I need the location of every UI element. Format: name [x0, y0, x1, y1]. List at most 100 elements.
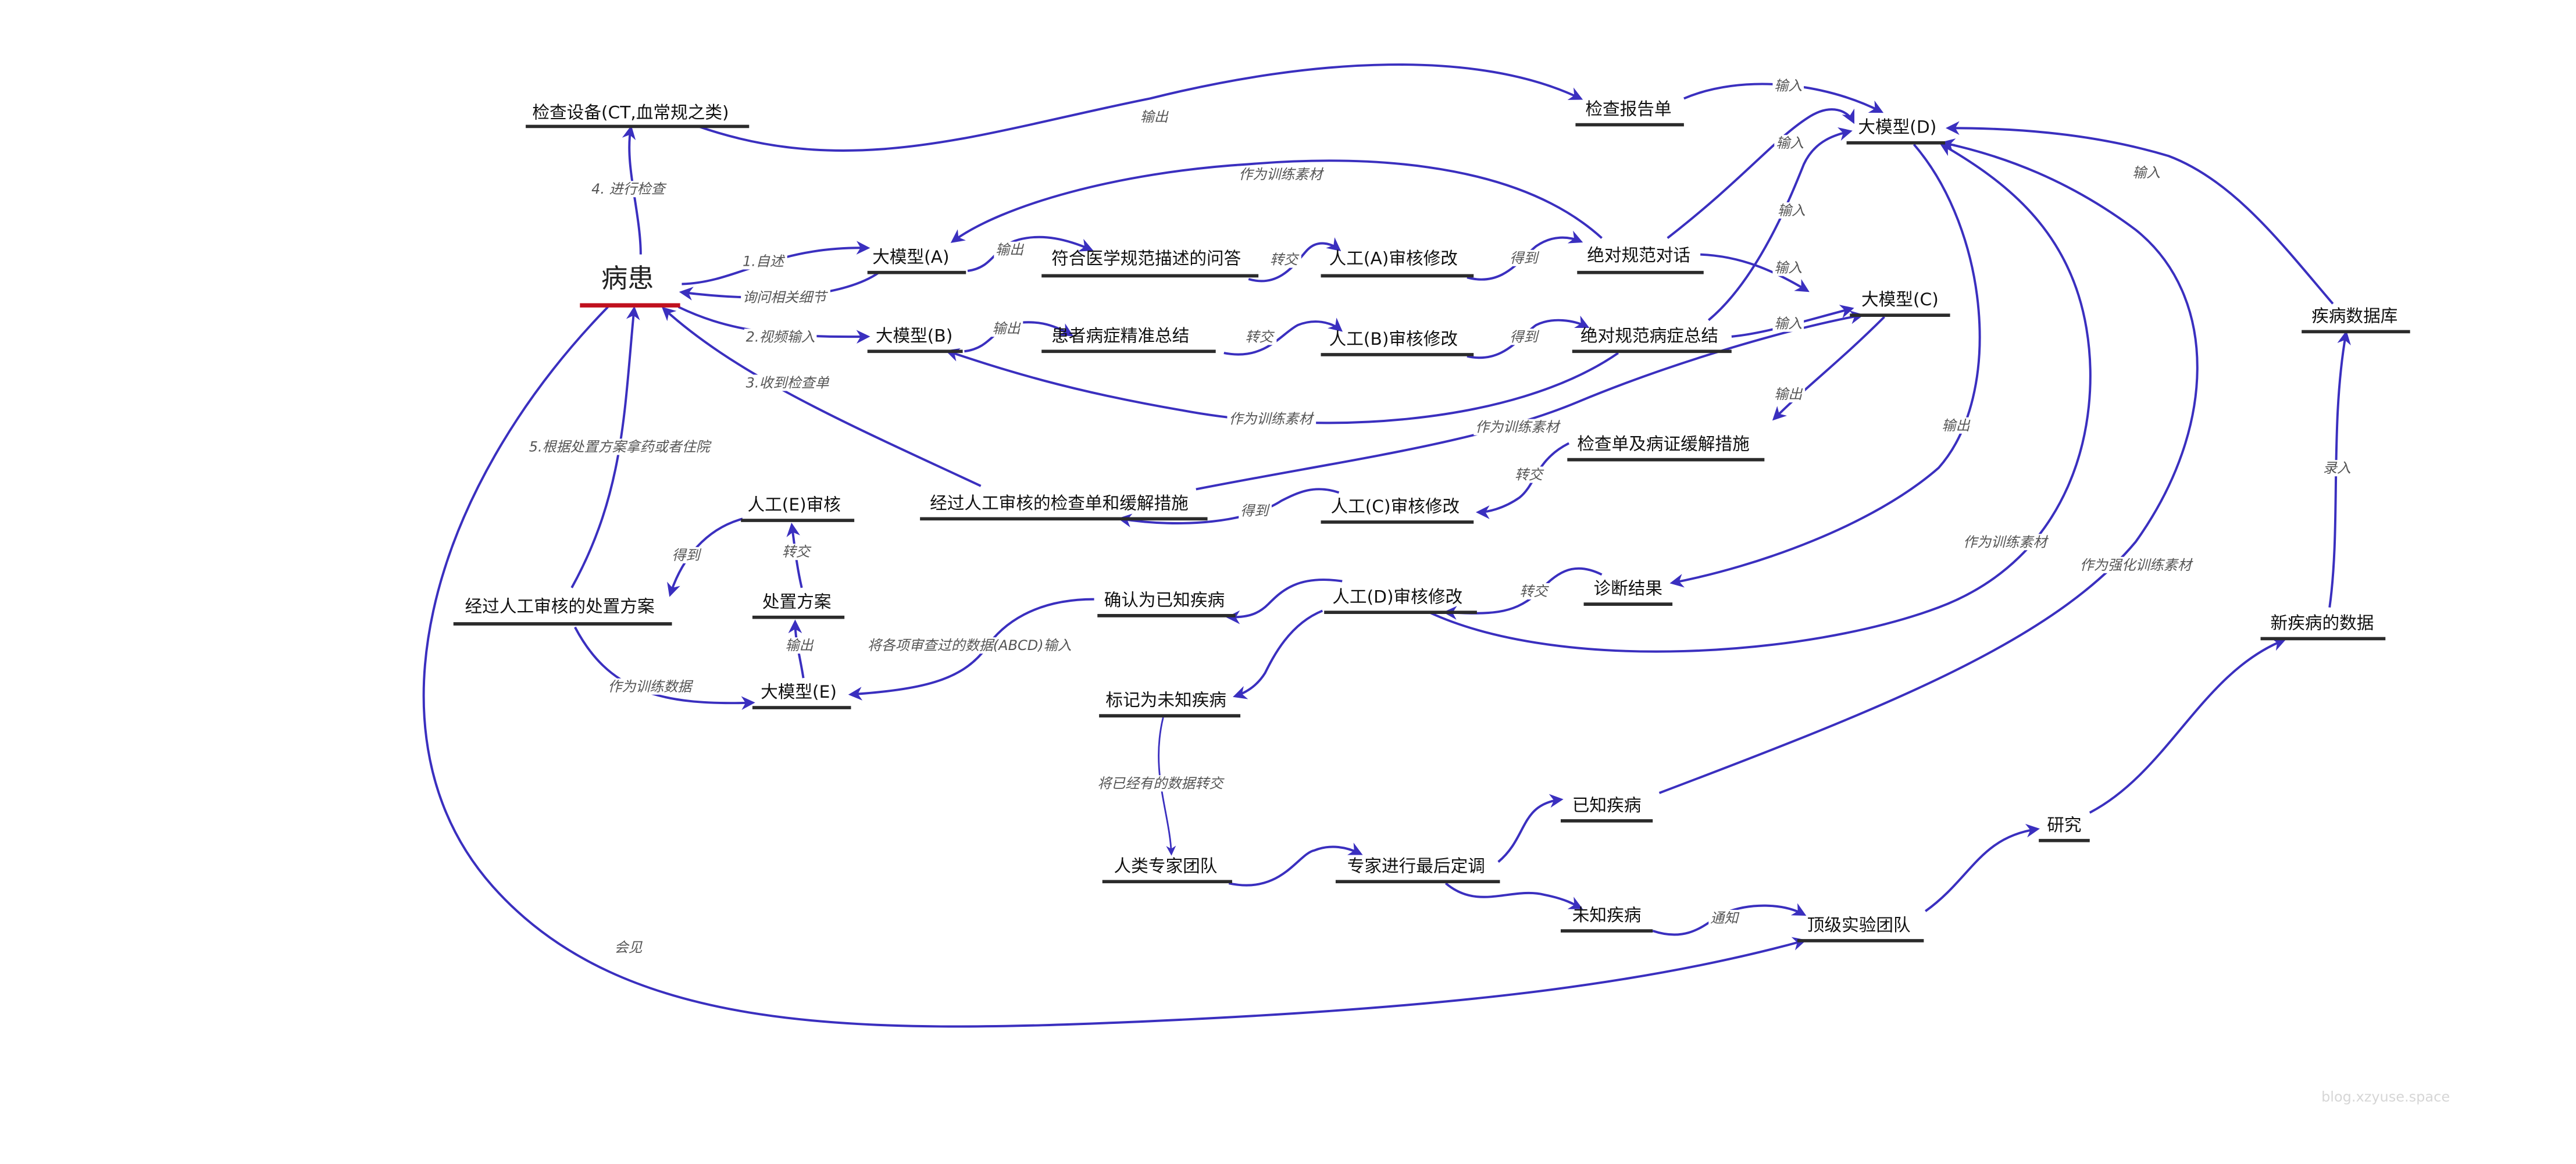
- watermark: blog.xzyuse.space: [2321, 1089, 2450, 1105]
- node-model-d[interactable]: 大模型(D): [1846, 117, 1946, 145]
- edge-label-db-input: 输入: [2132, 165, 2160, 181]
- node-new-disease-data[interactable]: 新疾病的数据: [2260, 612, 2386, 641]
- edge-qa-to-human-a: [1248, 237, 1341, 283]
- edge-label-background: [1772, 386, 1806, 403]
- edge-label-meet: 会见: [615, 940, 643, 956]
- edge-label-notify: 通知: [1710, 910, 1740, 926]
- node-label: 专家进行最后定调: [1347, 855, 1485, 876]
- edge-label-background: [1513, 466, 1546, 483]
- edge-label-reinforce-training: 作为强化训练素材: [2080, 557, 2193, 573]
- node-exam-report[interactable]: 检查报告单: [1575, 99, 1684, 127]
- node-exam-device[interactable]: 检查设备(CT,血常规之类): [526, 102, 750, 128]
- node-expert-team[interactable]: 人类专家团队: [1102, 855, 1232, 884]
- edge-symptom-summary-to-human-b: [1223, 317, 1343, 356]
- node-absolute-dialogue[interactable]: 绝对规范对话: [1577, 245, 1704, 274]
- edge-label-background: [1774, 135, 1806, 152]
- node-known-disease[interactable]: 已知疾病: [1560, 795, 1653, 823]
- node-exam-relief[interactable]: 检查单及病证缓解措施: [1567, 434, 1765, 462]
- edge-label-background: [1772, 259, 1804, 276]
- edge-dialogue-to-model-d: [1667, 108, 1855, 239]
- edge-label-background: [1473, 419, 1562, 435]
- edge-label-background: [780, 544, 814, 560]
- node-label: 标记为未知疾病: [1105, 690, 1226, 710]
- node-qa-standard[interactable]: 符合医学规范描述的问答: [1041, 248, 1259, 278]
- edge-expert-final-to-known: [1497, 794, 1564, 863]
- edge-expert-team-to-expert-final: [1228, 842, 1363, 887]
- node-model-e[interactable]: 大模型(E): [752, 681, 851, 709]
- edge-label-background: [1940, 417, 1973, 434]
- edge-label-background: [1239, 502, 1272, 519]
- edge-label-b-training: 作为训练素材: [1229, 411, 1314, 427]
- node-label: 未知疾病: [1572, 905, 1642, 925]
- edge-label-e-transfer: 转交: [782, 544, 812, 560]
- node-human-c[interactable]: 人工(C)审核修改: [1321, 496, 1474, 524]
- node-label: 大模型(D): [1858, 117, 1936, 137]
- node-label: 检查报告单: [1585, 99, 1671, 119]
- node-label: 人工(D)审核修改: [1332, 586, 1462, 606]
- edge-research-to-new-data: [2089, 638, 2286, 814]
- node-label: 人工(A)审核修改: [1329, 248, 1458, 269]
- node-label: 经过人工审核的检查单和缓解措施: [930, 492, 1189, 513]
- node-label: 顶级实验团队: [1807, 915, 1911, 935]
- edge-exam-device-to-report: [698, 63, 1583, 152]
- edge-label-background: [1961, 534, 2051, 551]
- edge-patient-meet-top-lab: [422, 306, 1807, 1028]
- edge-label-background: [865, 637, 1073, 654]
- edge-label-background: [1096, 775, 1227, 792]
- edge-dialogue-to-model-a: [950, 159, 1603, 243]
- node-model-c[interactable]: 大模型(C): [1850, 289, 1950, 317]
- node-label: 新疾病的数据: [2271, 612, 2374, 633]
- edge-label-b-get: 得到: [1510, 329, 1539, 345]
- node-human-e[interactable]: 人工(E)审核: [741, 494, 855, 522]
- edge-model-c-to-exam-relief: [1772, 316, 1885, 421]
- node-absolute-symptom-summary[interactable]: 绝对规范病症总结: [1572, 325, 1732, 354]
- node-model-b[interactable]: 大模型(B): [867, 325, 963, 354]
- node-patient[interactable]: 病患: [580, 263, 680, 308]
- edge-label-a-get: 得到: [1510, 250, 1539, 266]
- edge-label-background: [1508, 249, 1542, 266]
- node-marked-unknown[interactable]: 标记为未知疾病: [1099, 690, 1241, 717]
- edge-label-d-transfer: 转交: [1519, 583, 1549, 599]
- edge-label-background: [527, 438, 714, 455]
- edge-expert-final-to-unknown: [1444, 882, 1583, 909]
- node-confirmed-known[interactable]: 确认为已知疾病: [1097, 590, 1236, 617]
- node-research[interactable]: 研究: [2039, 815, 2090, 842]
- edge-label-background: [1138, 108, 1171, 125]
- edge-dialogue-to-model-c: [1700, 253, 1810, 292]
- node-symptom-summary[interactable]: 患者病症精准总结: [1041, 325, 1216, 354]
- edge-label-background: [2131, 164, 2163, 181]
- node-expert-final[interactable]: 专家进行最后定调: [1335, 855, 1500, 884]
- edge-model-d-to-diagnosis: [1669, 144, 1981, 588]
- node-reviewed-treatment-plan[interactable]: 经过人工审核的处置方案: [453, 596, 672, 626]
- edge-label-background: [1237, 166, 1326, 183]
- node-label: 已知疾病: [1572, 795, 1642, 815]
- node-unknown-disease[interactable]: 未知疾病: [1560, 905, 1653, 933]
- edge-human-d-to-confirmed: [1226, 579, 1343, 624]
- edge-label-d-output: 输出: [1942, 417, 1971, 434]
- edge-label-dialogue-input-c: 输入: [1774, 260, 1802, 276]
- node-reviewed-exam-relief[interactable]: 经过人工审核的检查单和缓解措施: [920, 492, 1208, 521]
- edge-human-a-to-dialogue: [1467, 230, 1583, 281]
- node-top-lab[interactable]: 顶级实验团队: [1797, 915, 1924, 942]
- node-disease-db[interactable]: 疾病数据库: [2302, 305, 2410, 334]
- edge-top-lab-to-research: [1925, 823, 2040, 912]
- node-diagnosis[interactable]: 诊断结果: [1583, 578, 1673, 606]
- edge-label-background: [1708, 909, 1742, 926]
- node-label: 绝对规范病症总结: [1580, 325, 1718, 345]
- edge-label-a-output: 输出: [996, 242, 1025, 258]
- node-human-b[interactable]: 人工(B)审核修改: [1321, 329, 1474, 356]
- node-human-d[interactable]: 人工(D)审核修改: [1324, 586, 1477, 615]
- edge-label-background: [1772, 315, 1804, 332]
- edge-label-qa-transfer: 转交: [1270, 252, 1300, 268]
- edge-label-b-output: 输出: [992, 320, 1021, 337]
- node-human-a[interactable]: 人工(A)审核修改: [1321, 248, 1474, 278]
- node-label: 人工(B)审核修改: [1329, 329, 1458, 349]
- node-treatment-plan[interactable]: 处置方案: [752, 591, 845, 619]
- edge-model-a-to-qa: [967, 235, 1094, 272]
- edge-label-background: [1508, 329, 1542, 345]
- node-label: 人工(E)审核: [747, 494, 840, 515]
- edge-label-background: [994, 241, 1026, 258]
- node-model-a[interactable]: 大模型(A): [867, 247, 966, 274]
- edge-label-c-get: 得到: [1240, 503, 1270, 519]
